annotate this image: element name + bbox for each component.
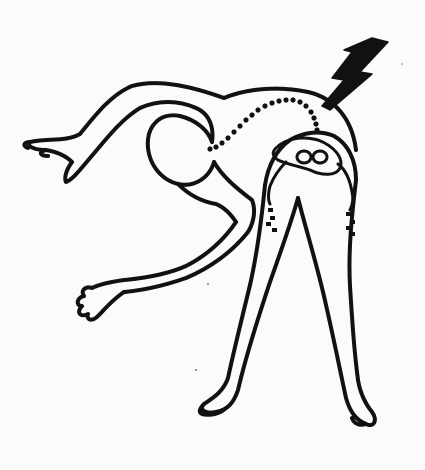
bent-figure-illustration (0, 0, 425, 470)
illustration-canvas (0, 0, 425, 470)
